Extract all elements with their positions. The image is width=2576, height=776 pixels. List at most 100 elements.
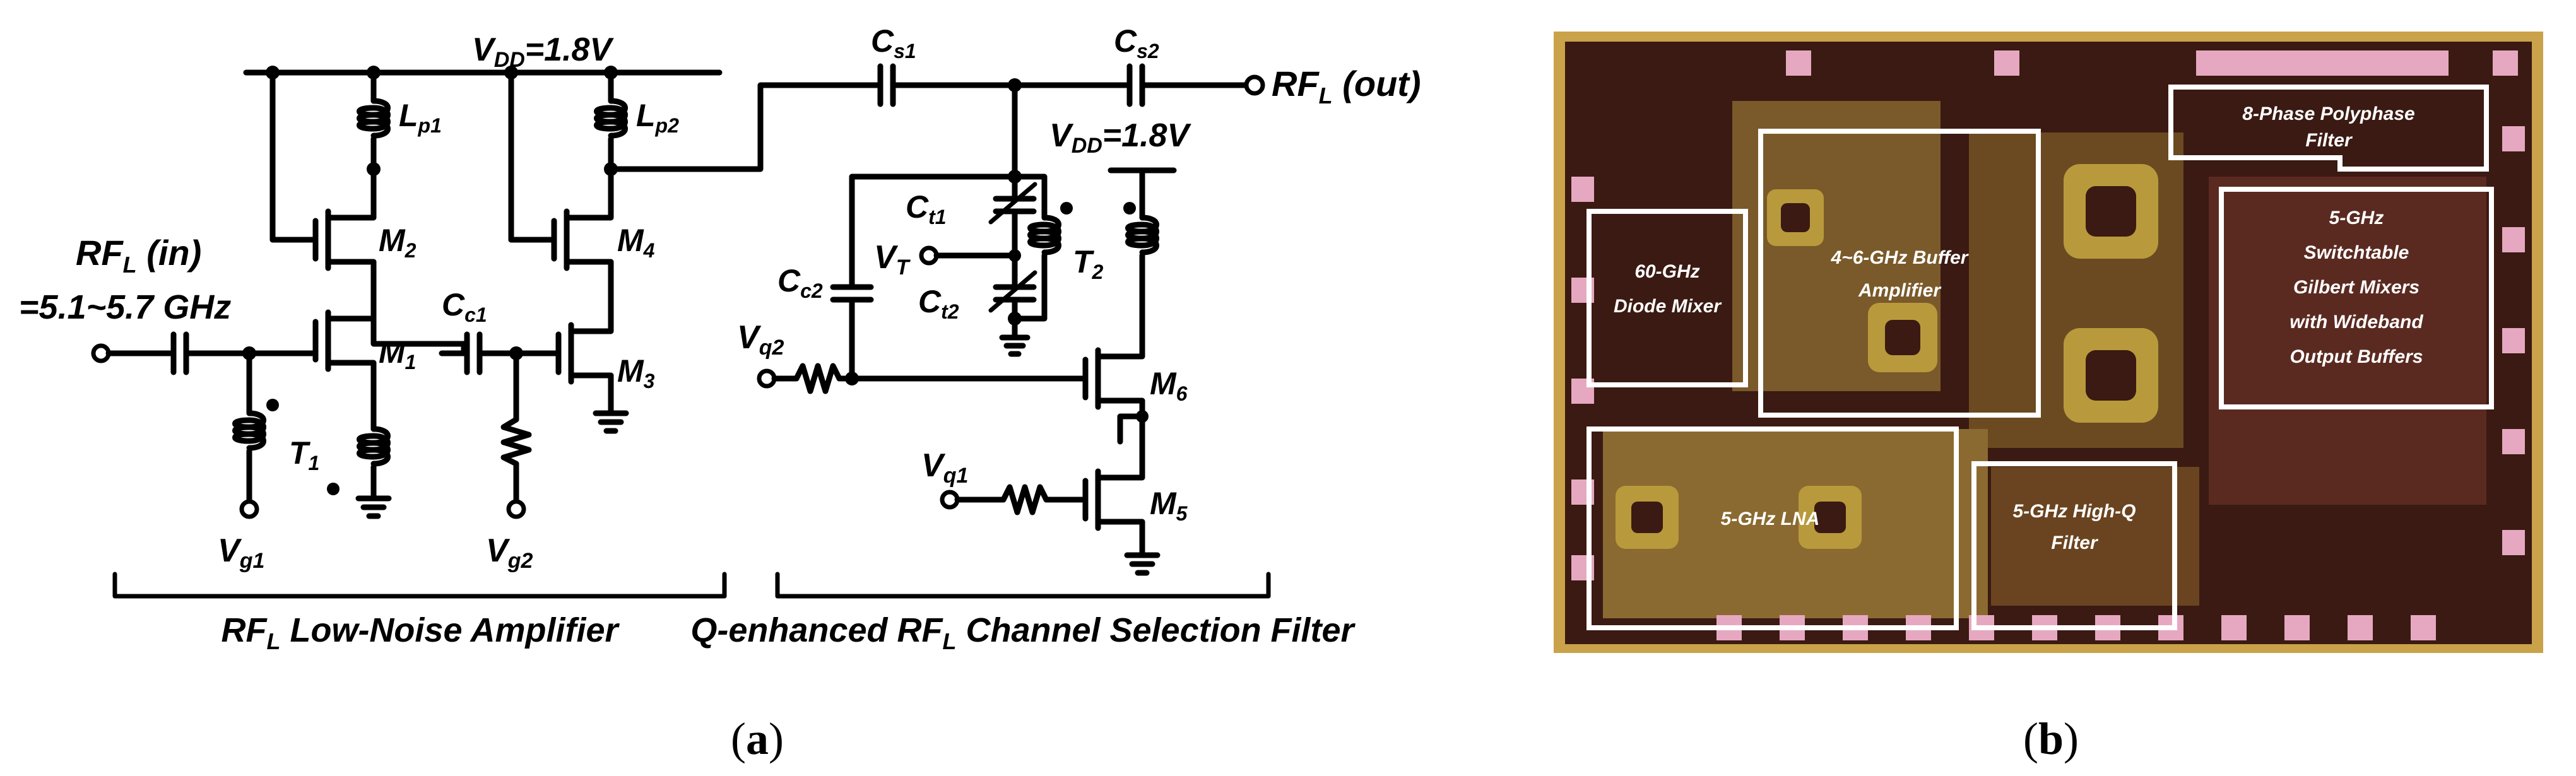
label-mixers-1: 5-GHz xyxy=(2329,208,2384,228)
label-cc1: Cc1 xyxy=(442,287,487,326)
resistor-vg2 xyxy=(500,416,532,467)
label-vq2: Vq2 xyxy=(737,319,784,360)
inductor-lp2 xyxy=(594,98,628,139)
wire xyxy=(370,293,467,347)
transformer-t2-primary xyxy=(1027,215,1061,256)
label-mixers-2: Switchtable xyxy=(2304,242,2409,263)
wire xyxy=(1095,338,1145,360)
label-polyphase-2: Filter xyxy=(2305,130,2353,151)
source-inductor-m1 xyxy=(357,426,391,467)
wire xyxy=(564,259,614,315)
label-ct1: Ct1 xyxy=(906,189,947,228)
block-highq-filter xyxy=(1971,461,2177,630)
wire xyxy=(1095,397,1145,445)
resistor-vq2 xyxy=(793,363,842,394)
vg2-terminal xyxy=(506,499,526,519)
block-lna xyxy=(1586,426,1959,630)
wire xyxy=(849,173,1018,290)
chip-micrograph-panel-b: 8-Phase Polyphase Filter 5-GHz Switchtab… xyxy=(1554,32,2543,764)
inductor-lp1 xyxy=(357,98,391,139)
polarity-dot xyxy=(1060,202,1073,215)
label-vt: VT xyxy=(874,239,911,279)
wire xyxy=(1117,413,1145,445)
junction-dot xyxy=(1136,410,1149,423)
vg1-terminal xyxy=(239,499,259,519)
wire xyxy=(568,309,614,334)
ct1-variable-arrow xyxy=(988,182,1037,225)
label-cs2: Cs2 xyxy=(1114,23,1159,62)
inductor-spiral-icon xyxy=(1616,486,1679,549)
lna-section-label: RFL Low-Noise Amplifier xyxy=(221,611,620,654)
inductor-spiral-icon xyxy=(1868,303,1937,372)
inductor-spiral-icon xyxy=(1799,486,1862,549)
label-mixers-5: Output Buffers xyxy=(2289,346,2423,367)
label-t1: T1 xyxy=(289,435,319,474)
caption-a: (a) xyxy=(731,714,784,764)
junction-dot xyxy=(1008,249,1021,262)
polarity-dot xyxy=(266,399,279,411)
polarity-dot xyxy=(1123,202,1136,215)
label-ct2: Ct2 xyxy=(918,284,959,323)
rf-in-frequency: =5.1~5.7 GHz xyxy=(19,288,231,326)
label-diode-2: Diode Mixer xyxy=(1614,296,1722,317)
label-highq-2: Filter xyxy=(2051,532,2099,553)
junction-dot xyxy=(367,162,381,176)
label-lna: 5-GHz LNA xyxy=(1721,509,1820,529)
mixer-array xyxy=(2209,177,2486,505)
wire xyxy=(325,360,377,432)
wire xyxy=(325,293,377,322)
label-vg2: Vg2 xyxy=(486,532,533,573)
label-buffer-2: Amplifier xyxy=(1858,280,1942,301)
label-polyphase-1: 8-Phase Polyphase xyxy=(2242,103,2414,124)
filter-section-label: Q-enhanced RFL Channel Selection Filter xyxy=(690,611,1356,654)
inductor-spiral-icon xyxy=(1767,189,1824,246)
rf-in-label: RFL (in) xyxy=(76,233,201,278)
label-m1: M1 xyxy=(379,334,416,373)
transformer-t1 xyxy=(232,410,266,451)
block-diode-mixer xyxy=(1586,209,1748,387)
resistor-vq1 xyxy=(1000,484,1049,515)
label-m6: M6 xyxy=(1150,366,1188,405)
label-m3: M3 xyxy=(617,353,655,392)
metal-structure xyxy=(1991,467,2199,606)
label-vg1: Vg1 xyxy=(218,532,264,573)
label-lp2: Lp2 xyxy=(636,98,679,137)
rf-out-terminal xyxy=(1244,74,1265,96)
wire xyxy=(1012,252,1048,322)
label-mixers-3: Gilbert Mixers xyxy=(2293,277,2419,298)
label-mixers-4: with Wideband xyxy=(2289,312,2423,332)
block-gilbert-mixers xyxy=(2219,187,2494,409)
wire xyxy=(1095,438,1145,481)
wire xyxy=(568,372,614,416)
label-m5: M5 xyxy=(1150,486,1188,525)
wire xyxy=(325,180,377,221)
wire xyxy=(1095,519,1145,558)
inductor-spiral-icon xyxy=(2064,328,2158,423)
rf-out-label: RFL (out) xyxy=(1272,64,1421,109)
polarity-dot xyxy=(327,483,340,495)
label-cc2: Cc2 xyxy=(777,263,823,302)
label-cs1: Cs1 xyxy=(871,23,916,62)
vdd-label-left: VDD=1.8V xyxy=(472,32,614,72)
block-buffer-amplifier xyxy=(1758,129,2041,418)
vdd-label-right: VDD=1.8V xyxy=(1049,117,1191,158)
label-highq-1: 5-GHz High-Q xyxy=(2013,501,2136,522)
label-m4: M4 xyxy=(617,223,655,262)
wire xyxy=(608,82,883,172)
label-diode-1: 60-GHz xyxy=(1634,261,1699,282)
transformer-t2-secondary xyxy=(1125,215,1159,256)
wire xyxy=(1012,173,1048,221)
filter-bracket xyxy=(775,572,1271,599)
caption-b: (b) xyxy=(2023,714,2079,764)
label-buffer-1: 4~6-GHz Buffer xyxy=(1830,247,1969,268)
inductor-spiral-icon xyxy=(2064,164,2158,259)
label-vq1: Vq1 xyxy=(921,447,968,488)
ct2-variable-arrow xyxy=(988,270,1037,313)
label-m2: M2 xyxy=(379,223,417,262)
wire xyxy=(564,180,614,221)
label-t2: T2 xyxy=(1073,244,1104,283)
label-lp1: Lp1 xyxy=(399,98,442,137)
schematic-panel-a: VDD=1.8V Lp1 Lp2 M2 M1 RFL (i xyxy=(19,23,1421,764)
